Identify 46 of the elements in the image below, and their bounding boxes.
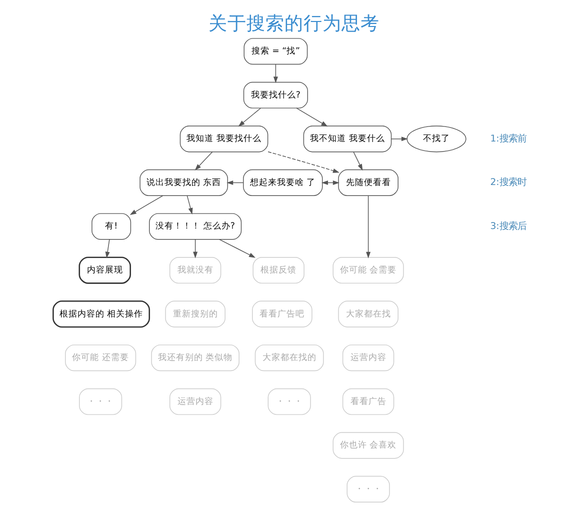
node-box: 你可能 会需要 — [332, 256, 404, 284]
node-box: 大家都在找 — [338, 300, 398, 327]
arrow — [186, 194, 192, 214]
arrow — [218, 238, 255, 258]
arrow — [390, 136, 408, 141]
node-box: ・・・ — [267, 388, 310, 414]
arrow — [192, 238, 198, 258]
arrow — [267, 150, 339, 172]
label: 3:搜索后 — [490, 220, 526, 232]
node-box: 重新搜别的 — [164, 300, 225, 327]
arrow — [226, 180, 244, 184]
node-box: 我知道 我要找什么 — [179, 125, 268, 152]
arrow — [296, 107, 328, 126]
node-box: 搜索 = “找” — [243, 38, 308, 64]
node-box: 说出我要找的 东西 — [139, 168, 228, 196]
label: 1:搜索前 — [490, 132, 526, 144]
arrow — [129, 194, 163, 214]
node-box: ・・・ — [78, 388, 122, 414]
arrow — [238, 107, 261, 126]
node-box: 我还有别的 类似物 — [150, 344, 239, 371]
node-box: 你可能 还需要 — [64, 344, 136, 371]
label: 2:搜索时 — [490, 176, 526, 188]
arrow — [366, 194, 370, 258]
arrow — [194, 151, 212, 170]
node-box: 内容展现 — [78, 256, 130, 284]
node-box: 看看广告 — [342, 388, 394, 414]
node-box: 想起来我要啥 了 — [242, 168, 322, 196]
node-ellipse: 不找了 — [406, 125, 466, 152]
node-box: 运营内容 — [342, 344, 394, 371]
node-box: 大家都在找的 — [254, 344, 324, 371]
node-box: 没有！！！ 怎么办? — [148, 212, 242, 240]
node-box: 有! — [91, 212, 131, 240]
node-box: 我不知道 我要什么 — [302, 125, 392, 152]
node-box: 我就没有 — [168, 256, 221, 284]
node-box: 运营内容 — [168, 388, 221, 414]
node-box: 根据反馈 — [252, 256, 304, 284]
arrow — [104, 238, 110, 258]
node-box: 我要找什么? — [242, 81, 308, 108]
node-box: 你也许 会喜欢 — [332, 432, 404, 458]
arrow — [272, 63, 278, 83]
node-box: 先随便看看 — [338, 168, 398, 196]
node-box: 看看广告吧 — [252, 300, 312, 327]
node-box: 根据内容的 相关操作 — [52, 300, 150, 328]
diagram-title: 关于搜索的行为思考 — [208, 13, 379, 34]
node-box: ・・・ — [346, 475, 390, 502]
arrow — [352, 151, 362, 170]
